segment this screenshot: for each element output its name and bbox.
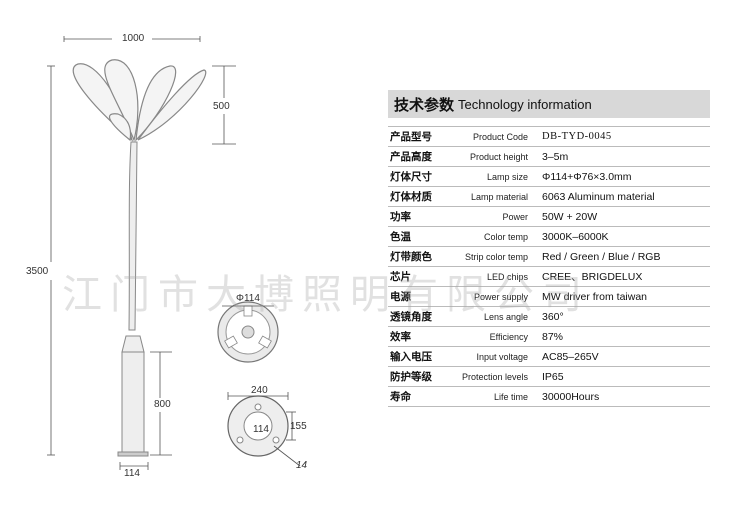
spec-label-en: Product height	[469, 151, 528, 162]
pole-collar	[121, 335, 145, 353]
spec-row: 灯带颜色 Strip color temp Red / Green / Blue /…	[388, 247, 710, 267]
spec-row: 防护等级 Protection levels IP65	[388, 367, 710, 387]
spec-value: 30000Hours	[542, 390, 600, 403]
spec-value: AC85–265V	[542, 350, 599, 363]
spec-row: 灯体材质 Lamp material 6063 Aluminum material	[388, 187, 710, 207]
spec-label-cn: 效率	[390, 331, 411, 343]
spec-label-cn: 功率	[390, 211, 411, 223]
flange-plate	[227, 392, 301, 467]
spec-label-en: Color temp	[483, 231, 528, 242]
base-plate	[117, 451, 149, 457]
dim-flange-hole: 14	[296, 460, 308, 471]
pole-base	[121, 351, 145, 453]
spec-label-en: Life time	[493, 391, 528, 402]
spec-row: 电源 Power supply MW driver from taiwan	[388, 287, 710, 307]
spec-label-cn: 透镜角度	[390, 311, 432, 323]
spec-label-en: Strip color temp	[464, 251, 528, 262]
spec-value: IP65	[542, 370, 564, 383]
spec-title-cn: 技术参数	[394, 96, 455, 114]
dim-flange-width: 240	[251, 385, 268, 396]
spec-label-cn: 输入电压	[390, 351, 432, 363]
spec-row: 产品型号 Product Code DB-TYD-0045	[388, 127, 710, 147]
cross-section	[217, 301, 279, 363]
dim-flange-side: 155	[290, 421, 307, 432]
spec-label-cn: 灯体尺寸	[390, 171, 432, 183]
spec-row: 透镜角度 Lens angle 360°	[388, 307, 710, 327]
spec-row: 灯体尺寸 Lamp size Φ114+Φ76×3.0mm	[388, 167, 710, 187]
spec-label-cn: 灯体材质	[390, 191, 432, 203]
dim-width-top: 1000	[122, 33, 145, 44]
spec-label-cn: 防护等级	[390, 371, 432, 383]
petal	[135, 65, 177, 142]
dim-base-height: 800	[154, 399, 171, 410]
spec-value: Red / Green / Blue / RGB	[542, 250, 661, 263]
petal	[108, 113, 132, 142]
spec-value: Φ114+Φ76×3.0mm	[542, 170, 632, 183]
spec-label-en: Power supply	[473, 291, 528, 302]
dim-base-width: 114	[124, 468, 140, 479]
spec-value: MW driver from taiwan	[542, 290, 648, 303]
spec-value: 87%	[542, 330, 564, 343]
spec-label-cn: 电源	[390, 291, 411, 303]
spec-row: 芯片 LED chips CREE、BRIGDELUX	[388, 267, 710, 287]
petal	[137, 69, 207, 141]
spec-label-en: LED chips	[486, 271, 528, 282]
spec-label-cn: 芯片	[390, 271, 411, 283]
spec-header: 技术参数 Technology information	[388, 90, 710, 118]
spec-row: 色温 Color temp 3000K–6000K	[388, 227, 710, 247]
spec-label-cn: 产品型号	[390, 131, 432, 143]
spec-row: 效率 Efficiency 87%	[388, 327, 710, 347]
spec-value: 360°	[542, 310, 564, 323]
spec-value: 6063 Aluminum material	[542, 190, 655, 203]
spec-label-cn: 产品高度	[390, 151, 432, 163]
spec-rows: 产品型号 Product Code DB-TYD-0045 产品高度 Product h…	[388, 126, 710, 407]
spec-row: 寿命 Life time 30000Hours	[388, 387, 710, 407]
spec-value: 3000K–6000K	[542, 230, 609, 243]
spec-row: 功率 Power 50W + 20W	[388, 207, 710, 227]
spec-title-en: Technology information	[458, 96, 592, 112]
spec-value: CREE、BRIGDELUX	[542, 271, 643, 283]
spec-label-en: Lamp size	[486, 171, 528, 182]
spec-label-en: Product Code	[472, 131, 528, 142]
spec-value: 50W + 20W	[542, 210, 598, 223]
dim-flange-inner: 114	[253, 424, 269, 435]
spec-table: 技术参数 Technology information 产品型号 Product …	[388, 90, 710, 407]
spec-label-en: Lamp material	[470, 191, 528, 202]
spec-row: 产品高度 Product height 3–5m	[388, 147, 710, 167]
spec-label-en: Input voltage	[476, 351, 528, 362]
dim-head-height: 500	[213, 101, 230, 112]
petal	[104, 59, 139, 142]
pole-upper	[128, 141, 138, 331]
pole	[117, 141, 149, 457]
spec-label-en: Efficiency	[489, 331, 528, 342]
spec-row: 输入电压 Input voltage AC85–265V	[388, 347, 710, 367]
spec-label-en: Protection levels	[461, 371, 528, 382]
spec-value: DB-TYD-0045	[542, 131, 612, 142]
spec-label-cn: 色温	[390, 231, 411, 243]
lamp-head	[72, 59, 207, 142]
spec-label-cn: 灯带颜色	[390, 251, 432, 263]
spec-label-en: Lens angle	[483, 311, 528, 322]
dim-section-diameter: Φ114	[236, 293, 260, 304]
spec-label-en: Power	[502, 211, 528, 222]
spec-label-cn: 寿命	[390, 391, 411, 403]
dim-total-height: 3500	[26, 266, 49, 277]
spec-value: 3–5m	[542, 150, 569, 163]
